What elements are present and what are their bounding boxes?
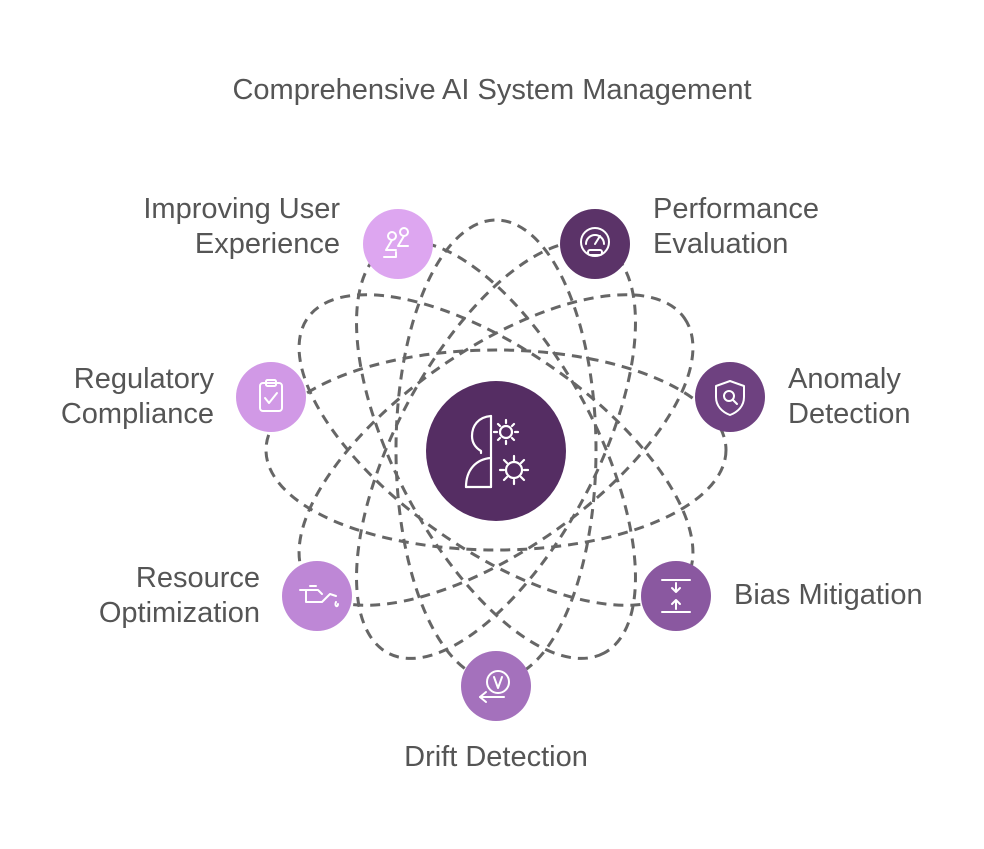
label-resource: Resource Optimization (98, 562, 260, 629)
node-bias (641, 561, 711, 631)
orbit-ellipse (355, 240, 637, 660)
node-anomaly (695, 362, 765, 432)
node-regulatory (236, 362, 306, 432)
label-user-experience: Improving User Experience (143, 193, 340, 260)
node-user-experience (363, 209, 433, 279)
label-drift: Drift Detection (404, 741, 588, 773)
label-performance: Performance Evaluation (653, 193, 820, 260)
node-drift (461, 651, 531, 721)
gauge-icon (580, 227, 610, 257)
ai-gear-head-icon (464, 414, 530, 489)
shield-search-icon (715, 380, 745, 416)
compress-arrows-icon (661, 579, 691, 613)
oil-can-icon (299, 585, 339, 608)
route-icon (383, 227, 409, 258)
node-performance (560, 209, 630, 279)
node-resource (282, 561, 352, 631)
center-node (426, 381, 566, 521)
orbit-ellipse (264, 348, 728, 552)
label-regulatory: Regulatory Compliance (60, 363, 214, 430)
drift-arrow-icon (479, 670, 510, 703)
label-anomaly: Anomaly Detection (788, 363, 911, 430)
orbit-ellipse (297, 293, 695, 607)
diagram-title: Comprehensive AI System Management (232, 74, 752, 106)
clipboard-check-icon (259, 379, 283, 412)
label-bias: Bias Mitigation (734, 579, 923, 611)
